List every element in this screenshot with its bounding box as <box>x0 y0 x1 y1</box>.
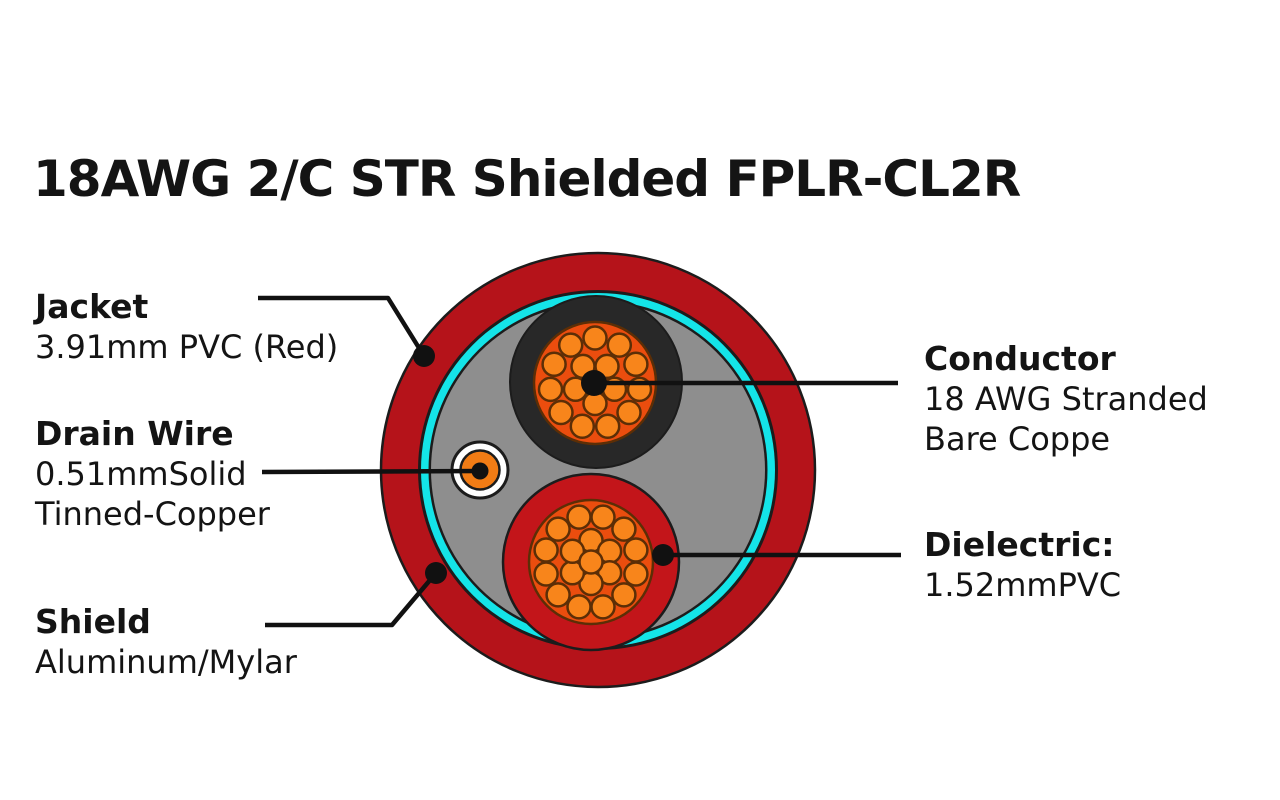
conductor-top-strands <box>537 325 653 439</box>
copper-strand <box>611 582 637 608</box>
leader-dot-drain-wire <box>471 462 489 480</box>
label-jacket-detail: 3.91mm PVC (Red) <box>35 328 339 367</box>
leader-dot-shield <box>425 562 447 584</box>
copper-strand <box>545 582 571 608</box>
label-shield-detail: Aluminum/Mylar <box>35 643 297 682</box>
label-jacket: Jacket 3.91mm PVC (Red) <box>35 286 338 367</box>
copper-strand <box>541 351 567 378</box>
copper-strand <box>548 399 574 426</box>
label-dielectric-detail: 1.52mmPVC <box>924 566 1122 605</box>
label-conductor-detail: Bare Coppe <box>924 420 1111 459</box>
copper-strand <box>533 561 559 587</box>
copper-strand <box>623 351 649 378</box>
copper-strand <box>537 376 564 403</box>
label-conductor: Conductor 18 AWG Stranded Bare Coppe <box>924 338 1208 459</box>
leader-dot-conductor <box>581 370 607 396</box>
copper-strand <box>616 399 642 426</box>
copper-strand <box>596 560 623 586</box>
copper-strand <box>594 413 621 439</box>
leader-dot-dielectric <box>652 544 674 566</box>
copper-strand <box>533 537 559 563</box>
copper-strand <box>545 516 571 542</box>
copper-strand <box>559 538 586 565</box>
label-jacket-heading: Jacket <box>35 287 149 326</box>
leader-dot-jacket <box>413 345 435 367</box>
copper-strand <box>569 413 596 439</box>
copper-strand <box>590 594 616 620</box>
copper-strand <box>623 561 649 587</box>
copper-strand <box>582 325 608 351</box>
leader-line-shield <box>265 571 438 628</box>
copper-strand <box>578 549 604 575</box>
copper-strand <box>566 504 592 530</box>
copper-strand <box>606 332 633 358</box>
page-title: 18AWG 2/C STR Shielded FPLR-CL2R <box>33 150 1021 208</box>
label-drain-wire: Drain Wire 0.51mmSolid Tinned-Copper <box>35 413 270 534</box>
label-dielectric: Dielectric: 1.52mmPVC <box>924 524 1121 605</box>
copper-strand <box>557 332 584 358</box>
copper-strand <box>590 504 616 530</box>
label-dielectric-heading: Dielectric: <box>924 525 1115 564</box>
label-drain-wire-detail: 0.51mmSolid <box>35 455 247 494</box>
label-shield: Shield Aluminum/Mylar <box>35 601 297 682</box>
conductor-bottom-strands <box>533 504 649 620</box>
copper-strand <box>566 594 592 620</box>
label-conductor-heading: Conductor <box>924 339 1116 378</box>
label-drain-wire-heading: Drain Wire <box>35 414 234 453</box>
label-conductor-detail: 18 AWG Stranded <box>924 380 1208 419</box>
copper-strand <box>623 537 649 563</box>
label-drain-wire-detail: Tinned-Copper <box>35 495 270 534</box>
leader-lines <box>258 295 901 628</box>
copper-strand <box>611 516 637 542</box>
conductor-bottom <box>501 472 681 652</box>
leader-line-jacket <box>258 295 426 358</box>
leader-line-drain-wire <box>261 468 481 475</box>
label-shield-heading: Shield <box>35 602 151 641</box>
